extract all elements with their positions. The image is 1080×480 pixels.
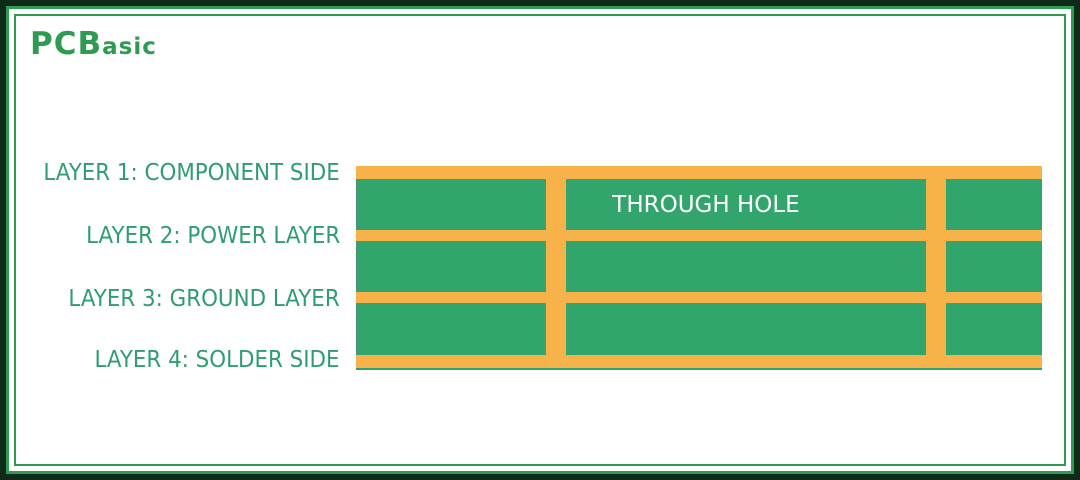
layer-3-label: LAYER 3: GROUND LAYER — [68, 286, 340, 312]
layer-1-copper — [356, 166, 1042, 179]
inner-frame — [14, 14, 1066, 466]
layer-2-copper-middle — [566, 230, 926, 241]
through-hole-barrel-right — [926, 166, 946, 368]
layer-2-copper-left — [356, 230, 546, 241]
layer-1-label: LAYER 1: COMPONENT SIDE — [43, 160, 340, 186]
layer-3-copper-left — [356, 292, 546, 303]
pcb-cross-section: THROUGH HOLE — [356, 166, 1042, 370]
layer-4-label: LAYER 4: SOLDER SIDE — [94, 347, 340, 373]
layer-2-label: LAYER 2: POWER LAYER — [85, 223, 340, 249]
layer-4-copper — [356, 355, 1042, 368]
pcbasic-logo: PCBasic — [30, 26, 157, 62]
through-hole-barrel-left — [546, 166, 566, 368]
logo-pcb: PCB — [30, 26, 103, 62]
layer-2-copper-right — [946, 230, 1042, 241]
through-hole-label: THROUGH HOLE — [611, 192, 799, 218]
layer-3-copper-middle — [566, 292, 926, 303]
layer-3-copper-right — [946, 292, 1042, 303]
logo-asic: asic — [102, 34, 157, 60]
